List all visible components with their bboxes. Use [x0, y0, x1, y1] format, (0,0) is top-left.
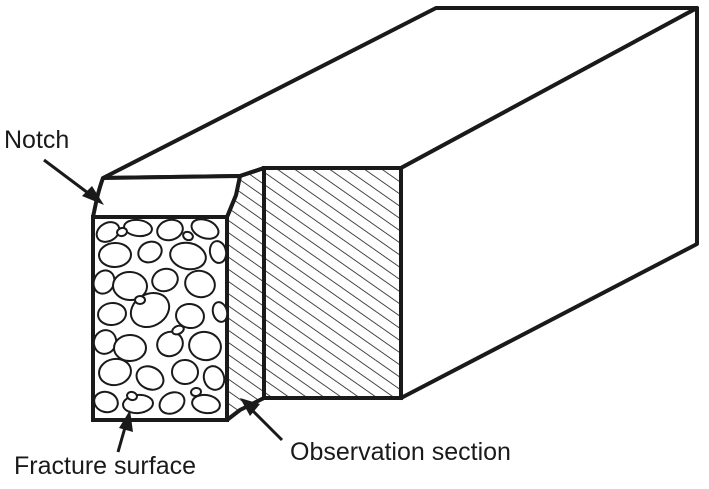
grain — [135, 365, 165, 391]
grain — [158, 391, 186, 415]
grain — [156, 330, 184, 358]
grain — [190, 218, 220, 240]
grain — [151, 267, 179, 293]
grain — [211, 301, 227, 323]
notch-piece — [91, 174, 242, 219]
grain — [134, 295, 146, 305]
fracture-arrow — [116, 410, 133, 453]
grain — [202, 365, 226, 391]
grain — [169, 241, 207, 271]
grain — [191, 393, 221, 415]
grain — [126, 390, 138, 402]
fracture-surface-label: Fracture surface — [14, 452, 197, 480]
grain — [208, 240, 227, 264]
grain — [184, 269, 216, 299]
grain — [95, 221, 121, 243]
grain — [182, 230, 194, 242]
grain — [116, 226, 128, 238]
grain — [175, 302, 205, 330]
grain — [156, 218, 184, 242]
notch-arrow — [43, 158, 104, 205]
grain — [113, 333, 147, 363]
grain — [112, 270, 148, 302]
grain — [98, 357, 132, 387]
grain — [97, 301, 127, 327]
grain — [188, 330, 222, 362]
observation-arrow — [240, 398, 284, 442]
fracture-grains — [93, 218, 227, 415]
notch-label: Notch — [4, 126, 70, 154]
observation-section-label: Observation section — [290, 438, 511, 466]
grain — [137, 240, 163, 264]
grain — [123, 218, 153, 238]
grain — [98, 241, 132, 269]
grain — [171, 358, 199, 386]
observation-section-face — [262, 166, 403, 400]
grain — [171, 324, 185, 336]
grain — [190, 386, 202, 398]
grain — [93, 390, 119, 414]
